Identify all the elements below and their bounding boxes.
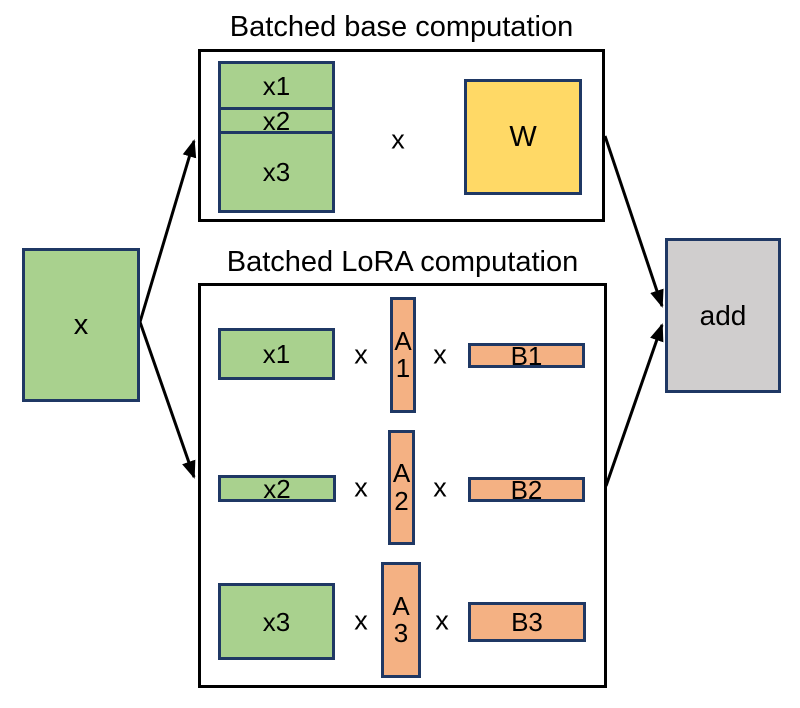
lora-frame [198, 283, 607, 688]
arrow-input-to-lora [138, 321, 196, 479]
base-frame [198, 49, 605, 222]
lora-a2-label-letter: A [392, 458, 411, 489]
lora-row1-times-1: x [354, 339, 368, 370]
lora-b3-label: B3 [511, 607, 543, 637]
base-title: Batched base computation [229, 11, 574, 43]
lora-b2-box: B2 [468, 474, 585, 505]
base-x3-label: x3 [262, 157, 291, 187]
lora-row2-times-2: x [433, 472, 447, 503]
base-x1-box: x1 [218, 61, 335, 110]
lora-a3-box: A 3 [381, 562, 421, 678]
lora-a1-label-letter: A [394, 325, 412, 356]
lora-x3-box: x3 [218, 583, 335, 660]
lora-x2-label: x2 [263, 473, 291, 504]
base-times-operator: x [391, 124, 405, 155]
lora-row1-times-2: x [433, 339, 447, 370]
lora-b1-label: B1 [510, 340, 543, 371]
input-x-box: x [22, 248, 140, 402]
base-x2-label: x2 [262, 105, 291, 136]
lora-b1-box: B1 [468, 340, 585, 371]
lora-x1-label: x1 [262, 339, 291, 369]
lora-a1-label-number: 1 [395, 353, 411, 383]
lora-x1-box: x1 [218, 328, 335, 380]
input-x-label: x [73, 308, 89, 341]
base-x1-label: x1 [262, 70, 291, 101]
lora-a3-label-number: 3 [393, 618, 409, 648]
base-x3-box: x3 [218, 131, 335, 213]
add-box: add [665, 238, 781, 393]
base-x2-box: x2 [218, 107, 335, 134]
lora-a3-label-letter: A [392, 590, 410, 621]
arrow-input-to-base [138, 139, 197, 323]
lora-x2-box: x2 [218, 475, 336, 502]
add-label: add [699, 299, 747, 331]
lora-b3-box: B3 [468, 602, 586, 642]
lora-title: Batched LoRA computation [226, 246, 579, 278]
lora-row3-times-1: x [354, 605, 368, 636]
lora-b2-label: B2 [510, 474, 543, 505]
weight-w-label: W [509, 120, 537, 153]
lora-row2-times-1: x [354, 472, 368, 503]
lora-x3-label: x3 [262, 606, 291, 637]
weight-w-box: W [464, 79, 582, 195]
lora-row3-times-2: x [435, 605, 449, 636]
lora-a1-box: A 1 [390, 297, 416, 413]
arrow-base-to-add [603, 135, 664, 308]
arrow-lora-to-add [604, 323, 664, 487]
lora-a2-box: A 2 [388, 430, 415, 545]
lora-a2-label-number: 2 [394, 485, 409, 516]
